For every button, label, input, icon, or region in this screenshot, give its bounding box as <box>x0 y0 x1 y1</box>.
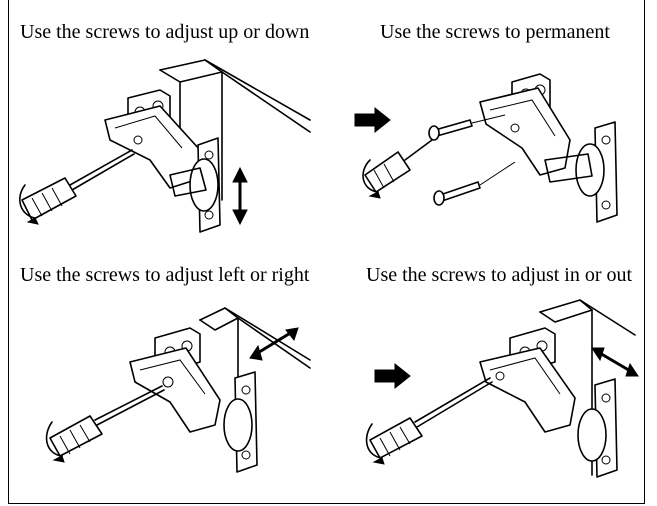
screw-lower <box>433 161 516 206</box>
hinge-illustration-in-out <box>365 299 639 478</box>
hinge-illustration-left-right <box>45 307 311 473</box>
hinge-arm <box>129 347 221 433</box>
hinge-cup-plate <box>544 121 618 223</box>
cabinet-side-panel <box>159 59 311 201</box>
hinge-arm <box>479 347 576 433</box>
caption-adjust-in-out: Use the screws to adjust in or out <box>366 264 633 286</box>
hinge-cup-plate <box>577 378 618 478</box>
hinge-cup-plate <box>169 137 221 233</box>
screwdriver <box>365 377 493 465</box>
caption-adjust-up-down: Use the screws to adjust up or down <box>20 21 310 43</box>
hinge-illustration-permanent <box>354 73 618 223</box>
hinge-arm <box>479 87 571 176</box>
caption-adjust-left-right: Use the screws to adjust left or right <box>20 264 310 286</box>
left-right-arrow-icon <box>249 327 299 361</box>
right-arrow-icon <box>354 106 391 134</box>
caption-permanent: Use the screws to permanent <box>380 21 610 43</box>
hinge-arm <box>104 105 201 189</box>
screw-upper <box>428 114 506 141</box>
hinge-cup-plate <box>223 371 258 473</box>
up-down-arrow-icon <box>232 166 248 226</box>
right-arrow-icon <box>374 362 411 390</box>
in-out-arrow-icon <box>591 347 639 377</box>
hinge-illustration-up-down <box>19 59 311 233</box>
diagram-frame <box>8 0 645 504</box>
screwdriver <box>19 149 135 225</box>
screwdriver <box>362 139 433 199</box>
screwdriver <box>45 385 165 463</box>
